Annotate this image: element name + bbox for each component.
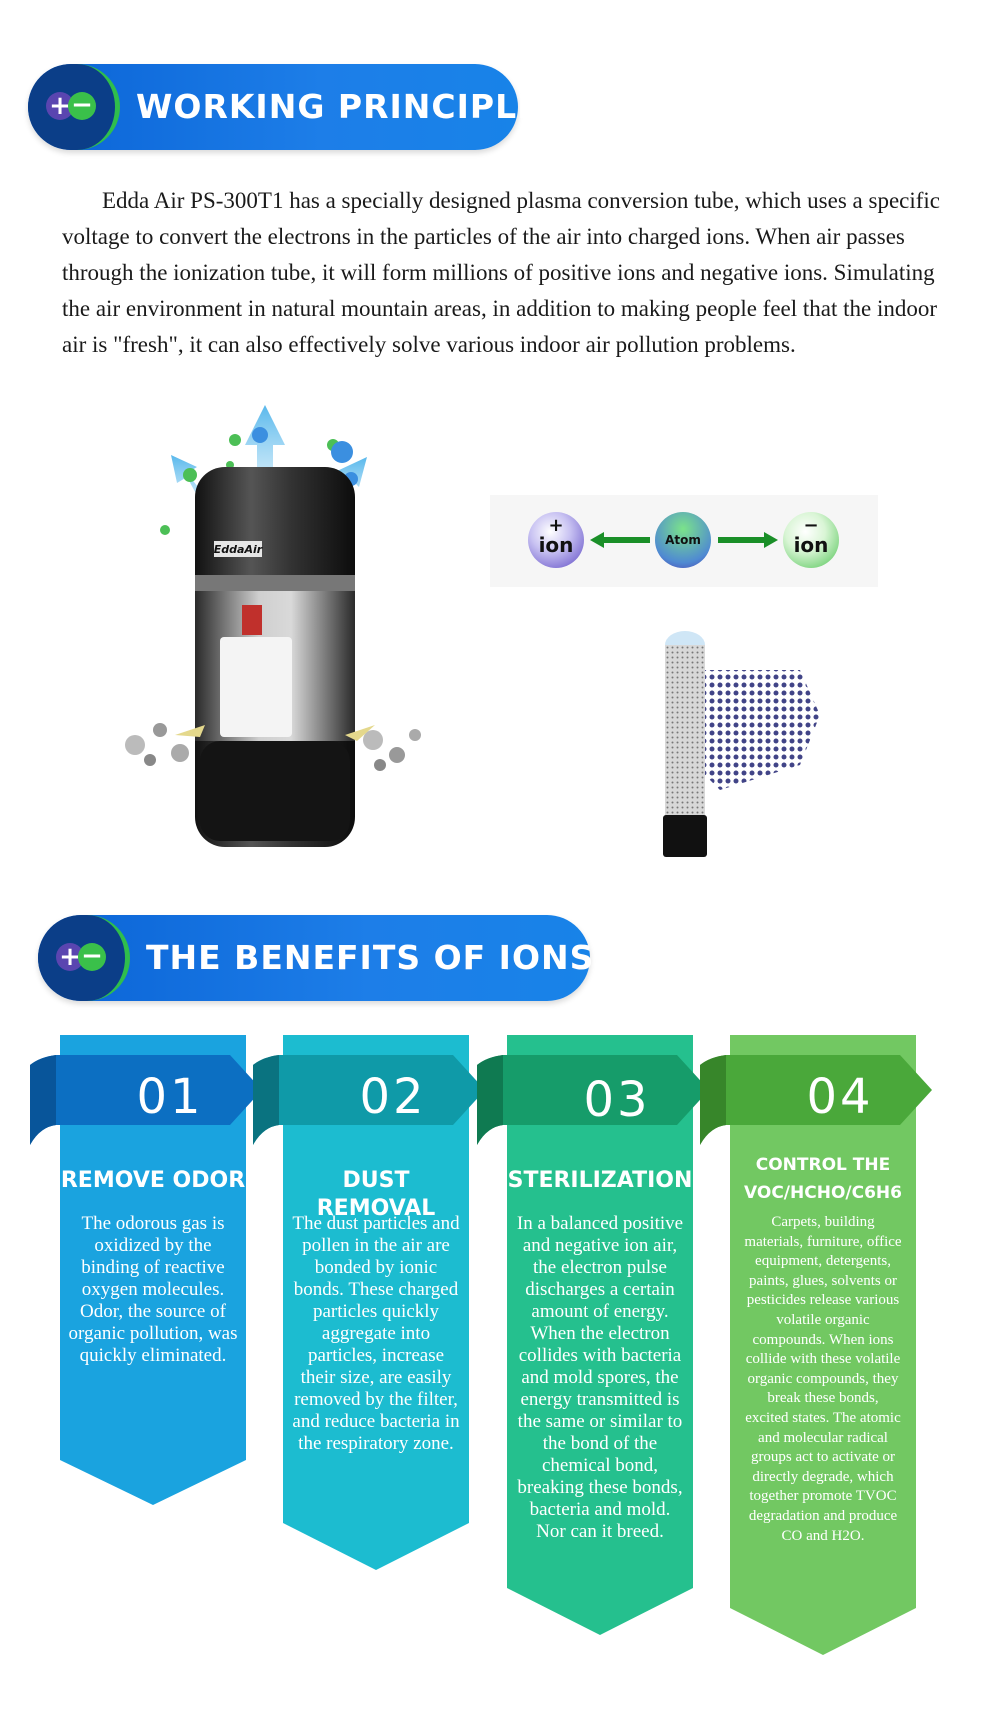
card-description: In a balanced positive and negative ion … [516, 1213, 684, 1542]
ion-diagram: + ion Atom − ion [490, 495, 878, 587]
card-number: 03 [583, 1072, 651, 1128]
benefits-banner: +− THE BENEFITS OF IONS [38, 915, 593, 1001]
ionization-tube-illustration [663, 631, 820, 857]
section-title: WORKING PRINCIPLE [136, 87, 541, 126]
atom-label: Atom [665, 533, 701, 547]
air-purifier-illustration: EddaAir [125, 405, 421, 847]
card-title: REMOVE ODOR [60, 1168, 246, 1193]
positive-ion-label: ion [538, 533, 574, 557]
card-title: DUST REMOVAL [316, 1168, 436, 1221]
card-background [30, 1035, 262, 1505]
benefit-card: 01 REMOVE ODOR The odorous gas is oxidiz… [30, 1035, 262, 1505]
card-description: The odorous gas is oxidized by the bindi… [68, 1213, 238, 1366]
card-title: STERILIZATION [507, 1168, 693, 1193]
card-background [253, 1035, 485, 1570]
negative-ion-icon: − ion [783, 512, 839, 568]
section-title: THE BENEFITS OF IONS [146, 938, 595, 977]
benefit-card: 03 STERILIZATION In a balanced positive … [477, 1035, 709, 1635]
intro-paragraph: Edda Air PS-300T1 has a specially design… [62, 188, 941, 357]
positive-ion-icon: + ion [528, 512, 584, 568]
card-description: Carpets, building materials, furniture, … [744, 1214, 902, 1544]
working-principle-banner: +− WORKING PRINCIPLE [28, 64, 540, 150]
negative-sign: − [803, 515, 819, 536]
card-number: 02 [359, 1069, 427, 1125]
device-brand: EddaAir [214, 543, 263, 556]
card-title: CONTROL THE VOC/HCHO/C6H6 [744, 1155, 902, 1203]
card-number: 04 [806, 1069, 874, 1125]
card-description: The dust particles and pollen in the air… [292, 1213, 460, 1454]
benefit-card: 02 DUST REMOVAL The dust particles and p… [253, 1035, 485, 1570]
card-background [700, 1035, 932, 1655]
arrow-left-icon [590, 532, 650, 548]
card-background [477, 1035, 709, 1635]
plus-minus-icon: +− [28, 64, 120, 150]
card-number: 01 [136, 1069, 204, 1125]
atom-icon: Atom [655, 512, 711, 568]
arrow-right-icon [718, 532, 778, 548]
benefit-card: 04 CONTROL THE VOC/HCHO/C6H6 Carpets, bu… [700, 1035, 932, 1655]
positive-sign: + [548, 515, 564, 536]
plus-minus-icon: +− [38, 915, 130, 1001]
negative-ion-label: ion [793, 533, 829, 557]
